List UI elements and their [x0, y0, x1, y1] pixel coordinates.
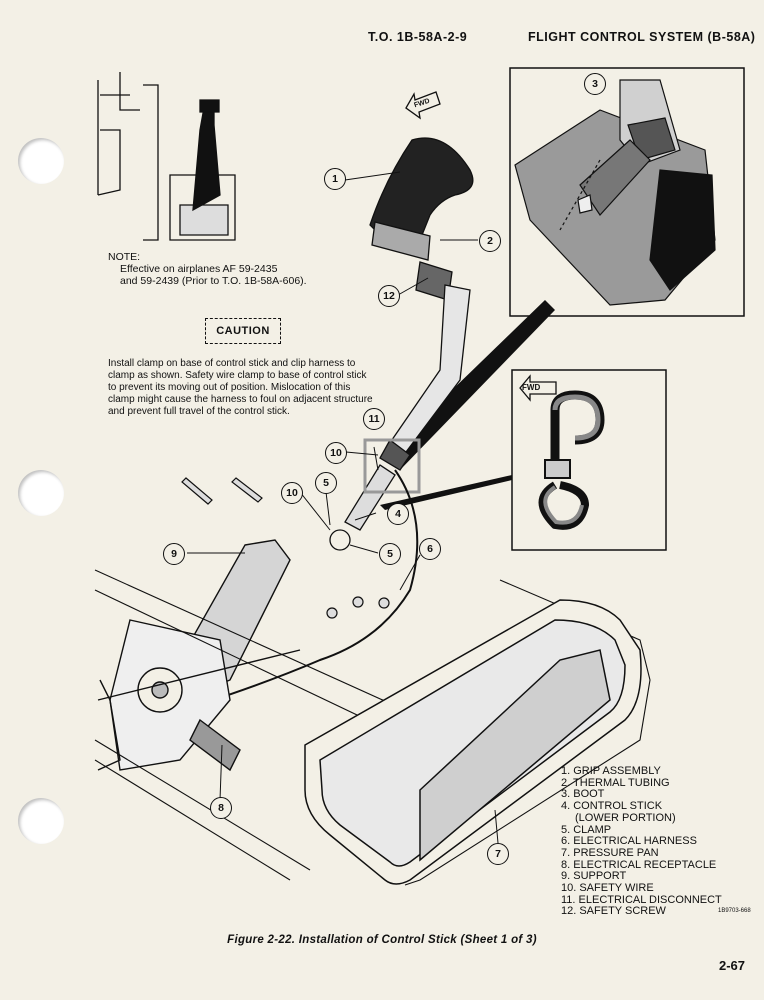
electrical-harness: [149, 469, 419, 721]
legend-item: 5. CLAMP: [561, 823, 612, 836]
note-line-1: Effective on airplanes AF 59-2435: [120, 263, 278, 275]
figure-caption: Figure 2-22. Installation of Control Sti…: [227, 934, 537, 946]
fwd-arrow-main: [405, 91, 441, 120]
callout-12: 12: [378, 285, 400, 307]
legend-item: 12. SAFETY SCREW: [561, 905, 666, 918]
caution-line-4: clamp might cause the harness to foul on…: [108, 394, 373, 405]
callout-10-lower: 10: [281, 482, 303, 504]
page-number: 2-67: [719, 958, 746, 973]
pressure-pan: [304, 599, 642, 885]
legend-item: 4. CONTROL STICK: [561, 800, 663, 813]
callout-2: 2: [479, 230, 501, 252]
callout-9: 9: [163, 543, 185, 565]
callout-4: 4: [387, 503, 409, 525]
legend-item: 7. PRESSURE PAN: [561, 846, 659, 859]
callout-11: 11: [363, 408, 385, 430]
note-label: NOTE:: [108, 251, 141, 263]
caution-line-3: to prevent its moving out of position. M…: [108, 382, 351, 393]
parts-legend: 1. GRIP ASSEMBLY 2. THERMAL TUBING 3. BO…: [561, 765, 722, 918]
boot-detail: [514, 79, 716, 306]
support-structure: [97, 539, 301, 772]
section-title: FLIGHT CONTROL SYSTEM (B-58A): [528, 30, 756, 44]
note-line-2: and 59-2439 (Prior to T.O. 1B-58A-606).: [120, 275, 307, 287]
callout-3: 3: [584, 73, 606, 95]
binder-hole-bottom: [18, 798, 64, 844]
control-stick: [329, 137, 474, 551]
legend-item: 3. BOOT: [561, 788, 605, 801]
legend-item: 8. ELECTRICAL RECEPTACLE: [561, 858, 717, 871]
caution-line-1: Install clamp on base of control stick a…: [108, 358, 356, 369]
caution-line-2: clamp as shown. Safety wire clamp to bas…: [108, 370, 367, 381]
legend-item: 6. ELECTRICAL HARNESS: [561, 835, 697, 848]
legend-item-continuation: (LOWER PORTION): [575, 811, 676, 824]
drawing-code: 1B9703-668: [718, 908, 751, 914]
binder-hole-top: [18, 138, 64, 184]
callout-10-upper: 10: [325, 442, 347, 464]
caution-text: Install clamp on base of control stick a…: [108, 358, 393, 418]
callout-7: 7: [487, 843, 509, 865]
clamp-clip-detail: [538, 390, 605, 530]
binder-hole-middle: [18, 470, 64, 516]
note-block: NOTE: Effective on airplanes AF 59-2435 …: [108, 251, 307, 287]
callout-8: 8: [210, 797, 232, 819]
fwd-arrow-inset: [519, 374, 557, 402]
legend-item: 1. GRIP ASSEMBLY: [561, 765, 661, 777]
legend-item: 9. SUPPORT: [561, 870, 627, 883]
legend-item: 2. THERMAL TUBING: [561, 776, 670, 789]
bolts: [181, 477, 390, 619]
caution-line-5: and prevent full travel of the control s…: [108, 406, 290, 417]
callout-5-lower: 5: [379, 543, 401, 565]
caution-label: CAUTION: [205, 318, 281, 344]
callout-5-upper: 5: [315, 472, 337, 494]
legend-item: 11. ELECTRICAL DISCONNECT: [561, 893, 722, 906]
legend-item: 10. SAFETY WIRE: [561, 882, 654, 895]
fwd-label-inset: FWD: [522, 383, 541, 392]
technical-order-number: T.O. 1B-58A-2-9: [368, 30, 468, 44]
callout-1: 1: [324, 168, 346, 190]
callout-6: 6: [419, 538, 441, 560]
cockpit-sketch: [97, 72, 236, 241]
leader-lines: [187, 171, 499, 844]
